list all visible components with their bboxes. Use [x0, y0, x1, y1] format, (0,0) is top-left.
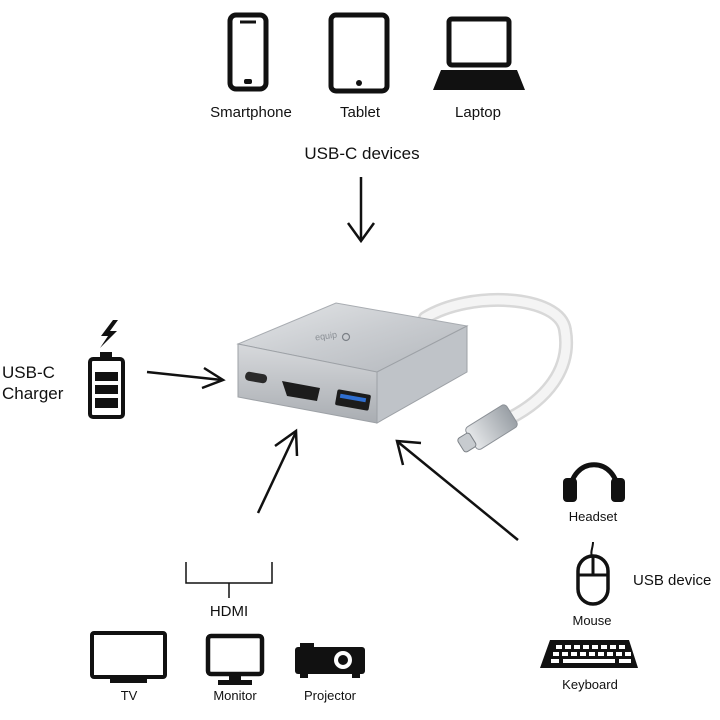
tablet-label: Tablet — [339, 104, 381, 121]
smartphone-icon — [227, 12, 269, 92]
usb-device-label: USB device — [633, 572, 712, 589]
keyboard-icon — [540, 640, 638, 668]
lightning-icon — [100, 320, 118, 348]
arrow-charger — [146, 366, 226, 390]
tv-icon — [90, 631, 167, 683]
arrow-hdmi — [256, 428, 299, 514]
headset-label: Headset — [568, 509, 618, 524]
tablet-icon — [328, 12, 390, 94]
projector-label: Projector — [303, 688, 357, 703]
keyboard-label: Keyboard — [562, 677, 618, 692]
monitor-icon — [205, 633, 265, 685]
mouse-icon — [576, 541, 610, 606]
laptop-label: Laptop — [455, 104, 501, 121]
hdmi-label: HDMI — [209, 603, 249, 620]
mouse-label: Mouse — [572, 613, 612, 628]
charger-label-line2: Charger — [2, 384, 64, 403]
arrow-down-devices — [346, 177, 376, 244]
adapter-logo-icon — [341, 332, 351, 342]
charger-label-line1: USB-C — [2, 363, 55, 382]
hdmi-bracket — [185, 562, 273, 598]
battery-icon — [88, 352, 125, 419]
monitor-label: Monitor — [213, 688, 257, 703]
arrow-usb — [395, 439, 519, 541]
tv-label: TV — [120, 688, 138, 703]
usb-c-cable — [418, 292, 574, 453]
headset-icon — [563, 462, 625, 502]
charger-label: USB-C Charger — [2, 362, 63, 404]
usb-c-devices-label: USB-C devices — [304, 144, 420, 163]
smartphone-label: Smartphone — [210, 104, 292, 121]
usb-c-hub-adapter — [236, 302, 469, 424]
projector-icon — [295, 643, 365, 678]
laptop-icon — [433, 16, 525, 90]
